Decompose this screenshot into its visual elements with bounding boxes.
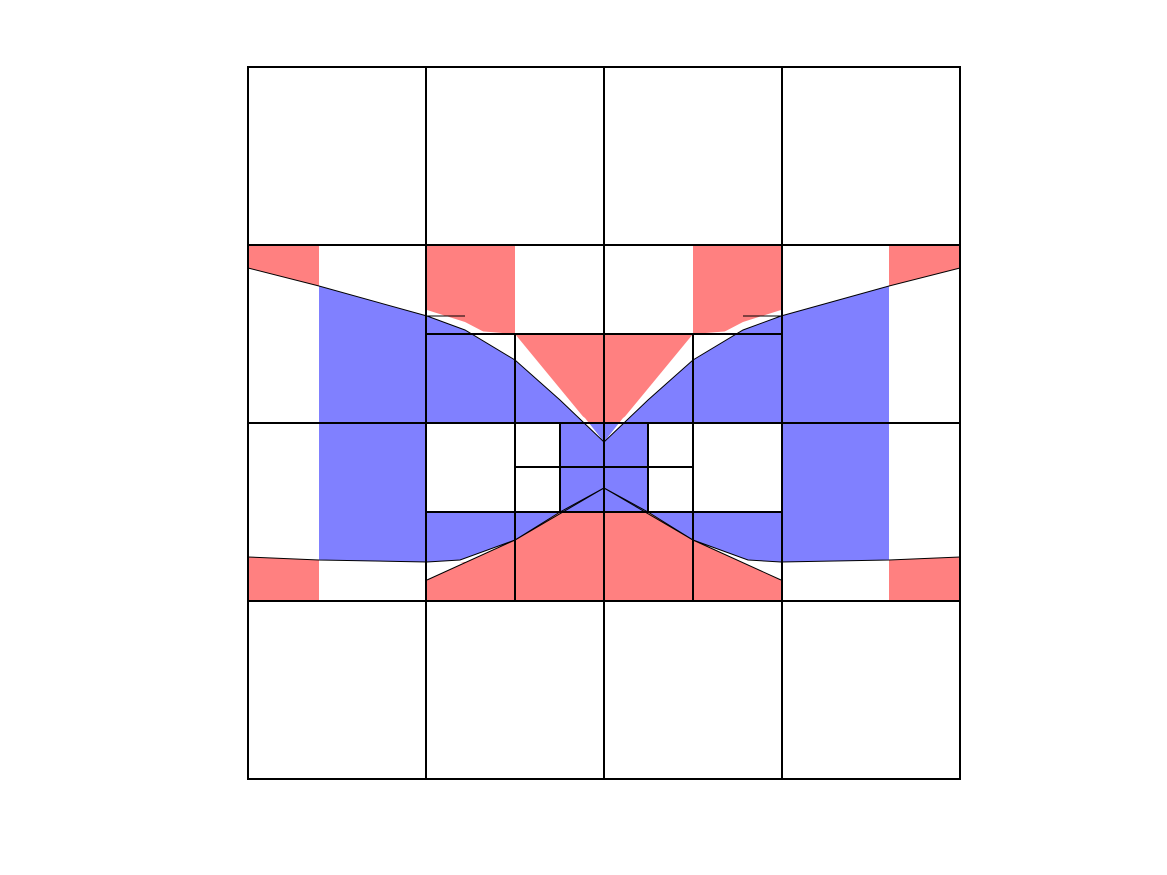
red-region-upper-left-column (427, 245, 515, 334)
blue-band-lower-left (427, 512, 560, 562)
red-region-lower-right-wedge (693, 540, 781, 600)
red-region-upper-right-column (693, 245, 781, 334)
blue-lower-bands (427, 512, 781, 562)
red-region-bottom-left-corner (248, 557, 319, 600)
red-region-lower-left-sliver (460, 562, 515, 572)
upper-front-right (603, 267, 961, 443)
red-region-bottom-right-corner (889, 557, 960, 600)
mesh-lines (247, 66, 961, 780)
upper-front-left (247, 267, 605, 443)
red-region-top-left-corner (248, 245, 319, 286)
blue-band-lower-right (648, 512, 781, 562)
red-region-lower-left-wedge (427, 540, 515, 600)
red-region-top-right-corner (889, 245, 960, 286)
